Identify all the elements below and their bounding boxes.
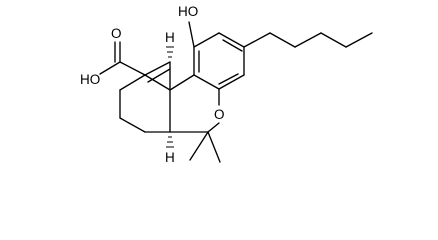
bond (144, 74, 171, 91)
bond (119, 117, 146, 133)
hashed-wedge-top (166, 46, 174, 58)
stereo-h-top-label: H (165, 30, 175, 45)
molecule-structure: HO O HO O H H (80, 4, 373, 165)
carboxyl-hydroxyl-label: HO (80, 72, 100, 87)
bond (188, 21, 195, 48)
bond (193, 74, 220, 90)
atom-labels: HO O HO O H H (80, 4, 225, 165)
bond (218, 73, 239, 85)
bond (147, 68, 171, 83)
bond (99, 61, 121, 75)
hydroxyl-label: HO (178, 4, 198, 19)
bond (320, 32, 347, 48)
stereo-bonds (166, 46, 174, 148)
bond (218, 74, 245, 90)
bond (169, 74, 195, 91)
bond (119, 74, 146, 91)
bond (193, 32, 220, 48)
bond (218, 32, 245, 48)
bond (119, 61, 146, 76)
hashed-wedge-bottom (166, 136, 174, 148)
bond (243, 32, 271, 48)
bond (207, 122, 220, 133)
bond (207, 131, 221, 163)
bond (345, 32, 373, 48)
bond (189, 131, 209, 161)
ring-oxygen-label: O (214, 107, 225, 122)
bond (294, 32, 322, 48)
bond (222, 39, 243, 52)
bond (144, 61, 171, 76)
carboxyl-oxygen-label: O (111, 26, 122, 41)
bonds (99, 21, 373, 163)
bond (269, 32, 296, 48)
stereo-h-bottom-label: H (165, 150, 175, 165)
